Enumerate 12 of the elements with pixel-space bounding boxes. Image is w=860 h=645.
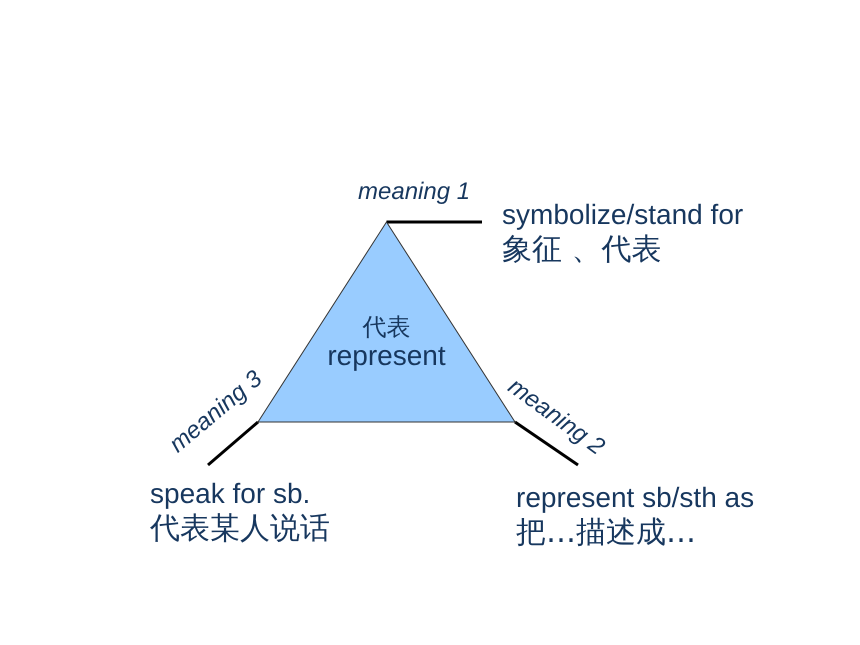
english-meaning: represent sb/sth as [516, 481, 756, 515]
center-word: represent [327, 340, 446, 370]
chinese-meaning: 象征 、代表 [502, 232, 663, 268]
center-word: 代表 [362, 315, 410, 341]
leader-line [514, 420, 579, 466]
edge-label: meaning 1 [358, 180, 470, 204]
english-meaning: symbolize/stand for [502, 198, 744, 232]
leader-line [207, 420, 259, 466]
chinese-meaning: 把…描述成… [516, 514, 697, 551]
chinese-meaning: 代表某人说话 [150, 510, 331, 547]
leader-line [386, 220, 482, 224]
english-meaning: speak for sb. [150, 477, 312, 511]
